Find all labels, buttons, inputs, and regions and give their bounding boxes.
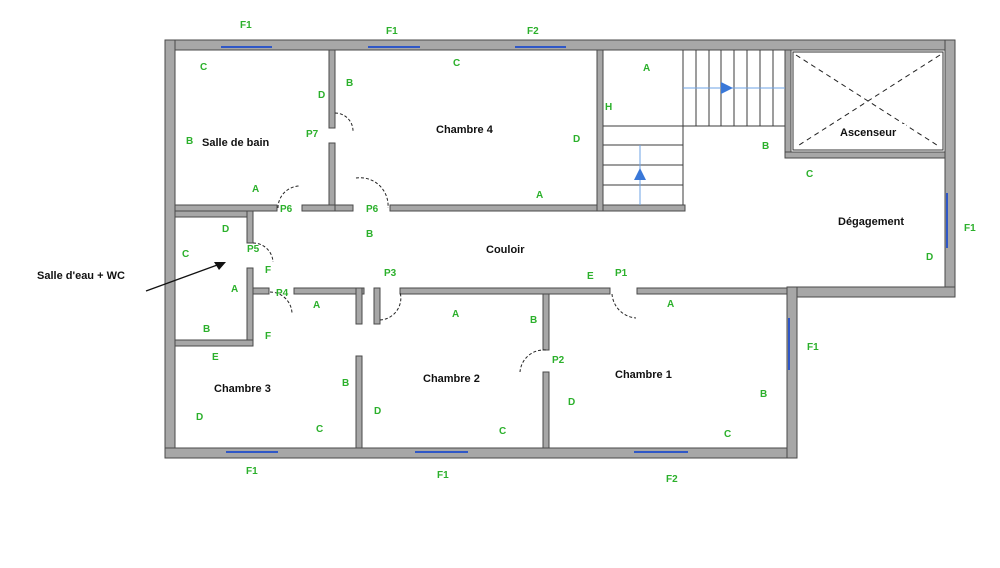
wall-letter: D — [926, 252, 933, 263]
window-codes: F1 F1 F2 F1 F1 F1 F1 F2 — [240, 20, 976, 485]
wall-letter: C — [316, 424, 323, 435]
door-code: P4 — [276, 288, 289, 299]
wall-letter: B — [346, 78, 353, 89]
label-chambre-4: Chambre 4 — [436, 124, 494, 136]
wall-letter: B — [342, 378, 349, 389]
stair-arrow-right-icon — [721, 82, 733, 94]
label-chambre-3: Chambre 3 — [214, 383, 271, 395]
door-code: P2 — [552, 355, 565, 366]
wall-letter: A — [313, 300, 320, 311]
wall-letters: C B A D B C D A A H B C D B E D C A B F … — [182, 58, 933, 440]
stair-arrow-up-icon — [634, 168, 646, 180]
door-code: P7 — [306, 129, 319, 140]
door-codes: P7 P6 P6 P5 P4 P3 P2 P1 — [247, 129, 628, 366]
wall-letter: B — [762, 141, 769, 152]
window-code: F1 — [246, 466, 258, 477]
wall-letter: D — [318, 90, 325, 101]
window-code: F2 — [527, 26, 539, 37]
windows — [221, 46, 948, 453]
wall-letter: E — [212, 352, 219, 363]
pointer-arrowhead-icon — [214, 262, 226, 270]
wall-letter: A — [667, 299, 674, 310]
staircase — [603, 50, 785, 205]
wall-letter: B — [760, 389, 767, 400]
label-salle-eau-wc: Salle d'eau + WC — [37, 270, 125, 282]
wall-letter: C — [806, 169, 813, 180]
walls — [164, 39, 956, 459]
label-degagement: Dégagement — [838, 216, 904, 228]
wall-letter: C — [182, 249, 189, 260]
door-swings — [252, 112, 637, 373]
door-code: P6 — [280, 204, 293, 215]
label-chambre-2: Chambre 2 — [423, 373, 480, 385]
wall-letter: B — [186, 136, 193, 147]
wall-letter: C — [453, 58, 460, 69]
door-code: P5 — [247, 244, 260, 255]
wall-letter: D — [222, 224, 229, 235]
wall-letter: D — [374, 406, 381, 417]
door-code: P3 — [384, 268, 397, 279]
wall-letter: C — [499, 426, 506, 437]
wall-letter: A — [643, 63, 650, 74]
label-salle-de-bain: Salle de bain — [202, 137, 270, 149]
window-code: F1 — [964, 223, 976, 234]
wall-letter: A — [231, 284, 238, 295]
wall-letter: A — [252, 184, 259, 195]
salle-eau-pointer — [145, 262, 226, 292]
elevator-shaft — [792, 51, 944, 151]
window-code: F1 — [386, 26, 398, 37]
window-code: F1 — [807, 342, 819, 353]
wall-letter: B — [203, 324, 210, 335]
label-couloir: Couloir — [486, 244, 525, 256]
wall-letter: H — [605, 102, 612, 113]
wall-letter: B — [366, 229, 373, 240]
label-ascenseur: Ascenseur — [840, 127, 897, 139]
wall-letter: F — [265, 331, 271, 342]
wall-letter: F — [265, 265, 271, 276]
label-chambre-1: Chambre 1 — [615, 369, 672, 381]
wall-letter: C — [724, 429, 731, 440]
wall-letter: E — [587, 271, 594, 282]
window-code: F1 — [240, 20, 252, 31]
wall-letter: D — [573, 134, 580, 145]
wall-letter: C — [200, 62, 207, 73]
door-code: P6 — [366, 204, 379, 215]
wall-letter: B — [530, 315, 537, 326]
wall-letter: A — [536, 190, 543, 201]
wall-letter: D — [196, 412, 203, 423]
window-code: F2 — [666, 474, 678, 485]
window-code: F1 — [437, 470, 449, 481]
wall-letter: D — [568, 397, 575, 408]
room-labels: Salle de bain Chambre 4 Ascenseur Dégage… — [37, 124, 904, 395]
wall-letter: A — [452, 309, 459, 320]
door-code: P1 — [615, 268, 628, 279]
